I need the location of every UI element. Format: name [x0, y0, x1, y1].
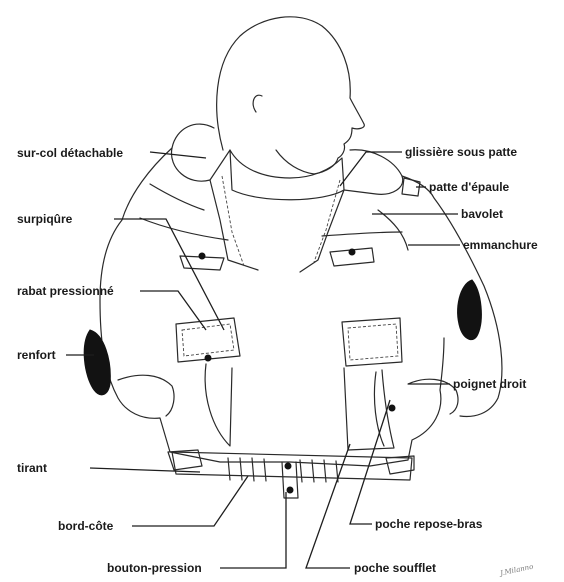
jacket-body-outline: [100, 148, 444, 466]
leader-sur-col: [150, 152, 206, 158]
leader-bord-cote: [132, 476, 248, 526]
right-pocket-snap: [389, 405, 395, 411]
left-chest-snap: [199, 253, 205, 259]
right-collar: [344, 150, 403, 195]
right-yoke: [322, 232, 402, 236]
right-chest-snap: [349, 249, 355, 255]
label-renfort: renfort: [17, 348, 56, 362]
label-bouton-pression: bouton-pression: [107, 561, 202, 575]
label-patte-d-epaule: patte d'épaule: [429, 180, 509, 194]
jaw: [276, 150, 314, 174]
left-elbow-patch: [84, 330, 110, 395]
bottom-snap: [287, 487, 293, 493]
right-pocket-flap: [342, 318, 402, 366]
label-poignet-droit: poignet droit: [453, 377, 526, 391]
ear: [253, 95, 262, 112]
label-emmanchure: emmanchure: [463, 238, 538, 252]
label-rabat-pressionne: rabat pressionné: [17, 284, 114, 298]
left-sleeve-lower: [118, 375, 174, 416]
right-lapel: [300, 190, 344, 272]
label-sur-col-detachable: sur-col détachable: [17, 146, 123, 160]
left-collar: [171, 124, 230, 181]
leader-rabat: [140, 291, 206, 330]
turtleneck: [230, 150, 344, 200]
label-bavolet: bavolet: [461, 207, 503, 221]
right-elbow-patch: [458, 280, 482, 340]
left-yoke: [140, 218, 228, 240]
right-tirant: [386, 456, 414, 474]
right-zip: [314, 180, 340, 262]
label-surpiqure: surpiqûre: [17, 212, 72, 226]
label-tirant: tirant: [17, 461, 47, 475]
left-lapel: [210, 180, 258, 270]
leader-glissiere: [340, 152, 402, 186]
label-bord-cote: bord-côte: [58, 519, 113, 533]
right-pocket-stitch: [348, 324, 398, 360]
hem-band: [172, 452, 412, 480]
left-pocket-stitch: [182, 324, 234, 356]
right-arm-seam: [378, 210, 408, 250]
label-poche-repose-bras: poche repose-bras: [375, 517, 482, 531]
left-pocket-bellow: [205, 364, 232, 446]
head-outline: [217, 17, 365, 174]
label-poche-soufflet: poche soufflet: [354, 561, 436, 575]
label-glissiere-sous-patte: glissière sous patte: [405, 145, 517, 159]
left-zip: [222, 176, 244, 266]
left-pocket-snap: [205, 355, 211, 361]
hem-snap: [285, 463, 291, 469]
leader-poche-repose: [350, 400, 390, 524]
left-arm-seam: [150, 184, 204, 210]
leader-surpiqure: [114, 219, 224, 330]
